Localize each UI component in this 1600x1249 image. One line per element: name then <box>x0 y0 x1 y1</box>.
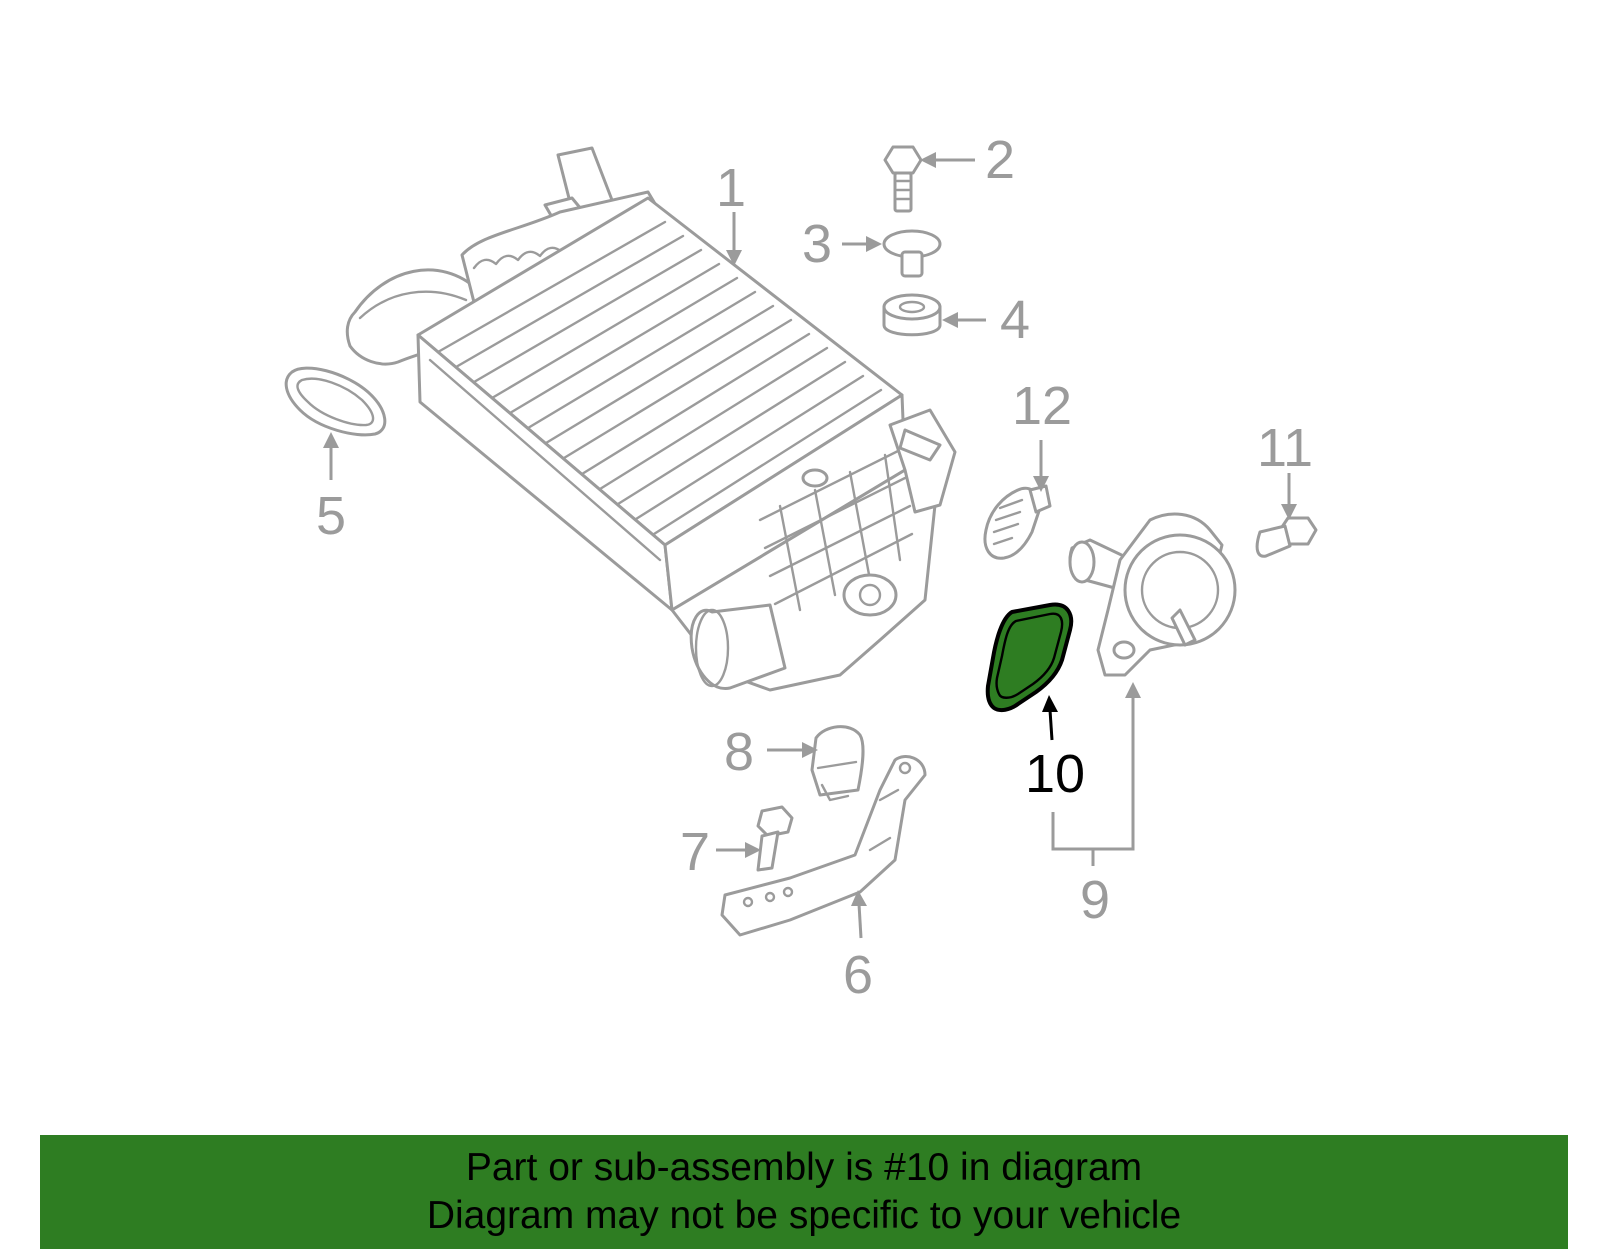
leader-10 <box>1042 695 1058 741</box>
callout-12: 12 <box>1012 376 1072 436</box>
banner-line-1: Part or sub-assembly is #10 in diagram <box>465 1146 1143 1189</box>
callout-1: 1 <box>716 158 746 218</box>
part-8-clip[interactable] <box>810 725 865 802</box>
part-4-grommet[interactable] <box>882 293 942 337</box>
part-5-gasket-ring[interactable] <box>284 366 387 437</box>
part-1-intercooler[interactable] <box>345 146 957 692</box>
banner-line-2: Diagram may not be specific to your vehi… <box>426 1194 1182 1237</box>
leader-2 <box>920 152 975 168</box>
leader-11 <box>1281 473 1297 520</box>
part-6-bracket[interactable] <box>720 755 927 937</box>
part-12-clamp[interactable] <box>983 484 1052 560</box>
callout-11: 11 <box>1257 418 1313 478</box>
callout-8: 8 <box>724 722 754 782</box>
callout-3: 3 <box>802 214 832 274</box>
leader-4 <box>942 312 986 328</box>
leader-12 <box>1033 440 1049 492</box>
part-2-bolt[interactable] <box>883 145 923 213</box>
part-7-bolt[interactable] <box>756 805 794 872</box>
callout-6: 6 <box>843 945 873 1005</box>
callout-9: 9 <box>1080 870 1110 930</box>
callout-5: 5 <box>316 486 346 546</box>
callout-4: 4 <box>1000 290 1030 350</box>
leader-7 <box>716 842 761 858</box>
callout-7: 7 <box>680 822 710 882</box>
leader-1 <box>726 212 742 266</box>
leader-9 <box>1051 682 1141 866</box>
callout-10-highlighted: 10 <box>1025 744 1085 804</box>
leader-8 <box>767 742 818 758</box>
leader-6 <box>851 890 867 939</box>
part-3-pin[interactable] <box>882 229 942 278</box>
callout-2: 2 <box>985 130 1015 190</box>
info-banner: Part or sub-assembly is #10 in diagram D… <box>40 1135 1568 1249</box>
part-10-gasket-highlighted[interactable] <box>985 602 1074 713</box>
part-11-bolt[interactable] <box>1255 516 1318 558</box>
part-9-pipe-assembly[interactable] <box>1068 512 1237 677</box>
leader-5 <box>323 432 339 480</box>
leader-3 <box>842 236 882 252</box>
